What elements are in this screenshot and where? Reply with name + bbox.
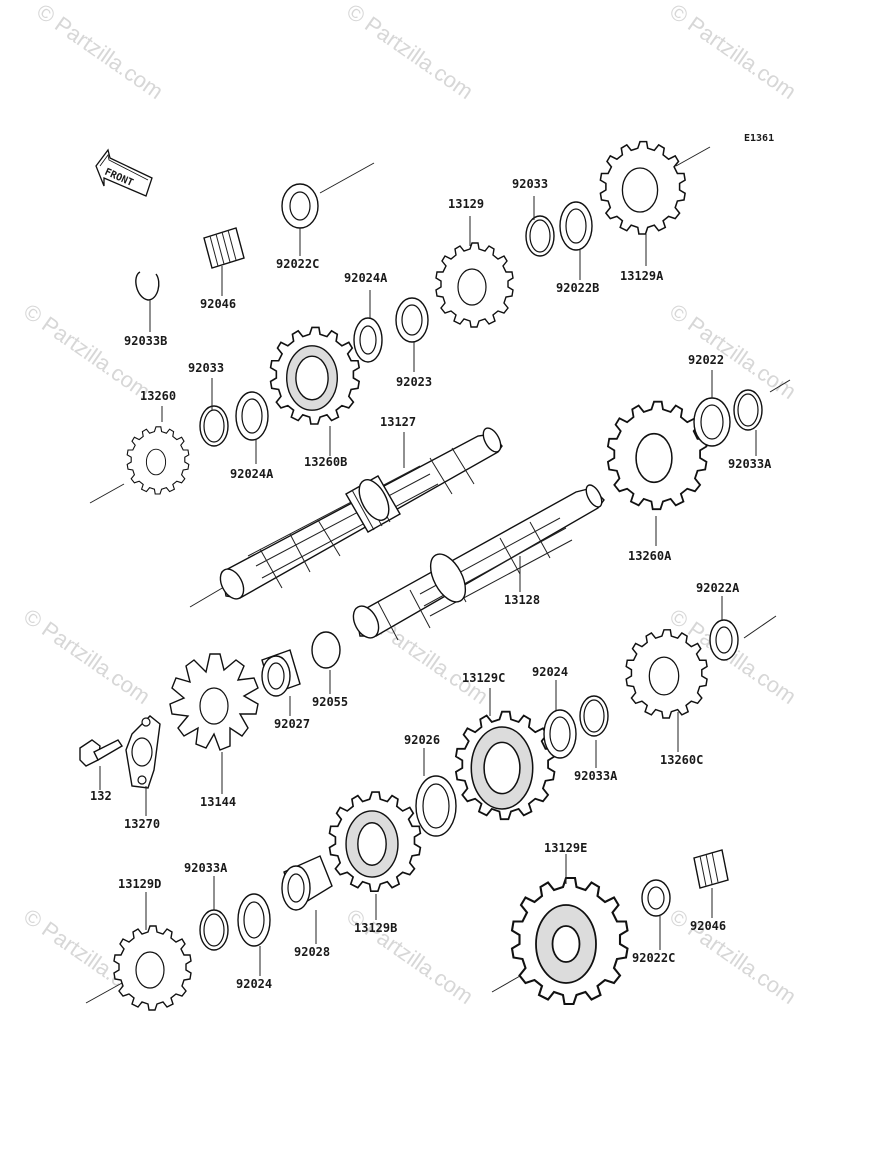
part-label: 92024 bbox=[532, 665, 568, 679]
gear-13260b bbox=[269, 326, 360, 425]
svg-text:© Partzilla.com: © Partzilla.com bbox=[19, 299, 155, 405]
part-label: 13128 bbox=[504, 593, 540, 607]
part-label: 13127 bbox=[380, 415, 416, 429]
part-label: 13129C bbox=[462, 671, 505, 685]
diagram-code: E1361 bbox=[744, 133, 774, 144]
sprocket-13144 bbox=[169, 653, 259, 751]
svg-text:© Partzilla.com: © Partzilla.com bbox=[342, 0, 478, 104]
part-label: 13260A bbox=[628, 549, 672, 563]
part-label: 92033A bbox=[728, 457, 772, 471]
snapring-92033-top bbox=[525, 215, 555, 257]
part-label: 13270 bbox=[124, 817, 160, 831]
gear-13260a bbox=[607, 400, 708, 511]
part-label: 92024 bbox=[236, 977, 272, 991]
gear-13129c bbox=[455, 710, 556, 821]
gear-13129e bbox=[510, 876, 629, 1006]
part-label: 92022C bbox=[276, 257, 319, 271]
leader-lines bbox=[99, 196, 757, 976]
washer-92022c-top bbox=[281, 183, 319, 229]
plate-13270 bbox=[125, 715, 161, 789]
assembly-axis-lines bbox=[85, 146, 791, 1004]
part-label: 13129D bbox=[118, 877, 161, 891]
snapring-92033b bbox=[135, 271, 160, 301]
part-label: 92023 bbox=[396, 375, 432, 389]
part-label: 13260C bbox=[660, 753, 703, 767]
part-label: 13129B bbox=[354, 921, 397, 935]
bushing-92028 bbox=[281, 855, 333, 911]
snapring-92033a-bottom bbox=[199, 909, 229, 951]
part-labels: 92022C 92046 92033B 92024A 92023 13129 9… bbox=[90, 177, 772, 991]
part-label: 92024A bbox=[344, 271, 388, 285]
shaft-13127 bbox=[219, 427, 503, 600]
svg-text:© Partzilla.com: © Partzilla.com bbox=[32, 0, 168, 104]
part-label: 13260 bbox=[140, 389, 176, 403]
part-label: 92022 bbox=[688, 353, 724, 367]
bolt-132 bbox=[79, 739, 123, 767]
bearing-92046-bottom bbox=[693, 849, 729, 889]
part-label: 13129A bbox=[620, 269, 664, 283]
washer-92022 bbox=[693, 397, 731, 447]
bushing-92027 bbox=[261, 649, 301, 697]
svg-text:© Partzilla.com: © Partzilla.com bbox=[665, 0, 801, 104]
shaft-13128 bbox=[352, 484, 605, 641]
snapring-92033a-mid bbox=[579, 695, 609, 737]
bushing-92024a-top bbox=[353, 317, 383, 363]
part-label: 92028 bbox=[294, 945, 330, 959]
part-label: 92022B bbox=[556, 281, 599, 295]
gear-13129d bbox=[113, 925, 192, 1011]
part-label: 92033 bbox=[512, 177, 548, 191]
part-label: 92033A bbox=[574, 769, 618, 783]
washer-92024-bottom bbox=[237, 893, 271, 947]
gear-13129b bbox=[328, 791, 422, 893]
part-label: 92033 bbox=[188, 361, 224, 375]
washer-92022a bbox=[709, 619, 739, 661]
svg-text:© Partzilla.com: © Partzilla.com bbox=[342, 904, 478, 1010]
part-label: 92022C bbox=[632, 951, 675, 965]
washer-92026 bbox=[415, 775, 457, 837]
part-label: 92026 bbox=[404, 733, 440, 747]
part-label: 92033B bbox=[124, 334, 167, 348]
washer-92023 bbox=[395, 297, 429, 343]
part-label: 92024A bbox=[230, 467, 274, 481]
front-arrow-icon: FRONT bbox=[95, 148, 153, 197]
washer-92022c-bottom bbox=[641, 879, 671, 917]
washer-92024a-left bbox=[235, 391, 269, 441]
snapring-92033-left bbox=[199, 405, 229, 447]
part-label: 132 bbox=[90, 789, 112, 803]
part-label: 13129E bbox=[544, 841, 587, 855]
svg-text:© Partzilla.com: © Partzilla.com bbox=[665, 299, 801, 405]
part-label: 92033A bbox=[184, 861, 228, 875]
part-label: 92027 bbox=[274, 717, 310, 731]
washer-92024-mid bbox=[543, 709, 577, 759]
gear-13129a bbox=[599, 140, 686, 235]
gear-13129 bbox=[435, 242, 514, 328]
part-label: 13129 bbox=[448, 197, 484, 211]
svg-text:© Partzilla.com: © Partzilla.com bbox=[665, 904, 801, 1010]
washer-92022b bbox=[559, 201, 593, 251]
part-label: 13144 bbox=[200, 795, 236, 809]
part-label: 92046 bbox=[200, 297, 236, 311]
snapring-92033a-right bbox=[733, 389, 763, 431]
svg-text:© Partzilla.com: © Partzilla.com bbox=[19, 604, 155, 710]
part-label: 92022A bbox=[696, 581, 740, 595]
bearing-92046-top bbox=[203, 227, 245, 269]
oring-92055 bbox=[311, 631, 341, 669]
part-label: 13260B bbox=[304, 455, 347, 469]
gear-13260c bbox=[625, 629, 708, 719]
part-label: 92046 bbox=[690, 919, 726, 933]
part-label: 92055 bbox=[312, 695, 348, 709]
gear-13260 bbox=[126, 426, 190, 495]
